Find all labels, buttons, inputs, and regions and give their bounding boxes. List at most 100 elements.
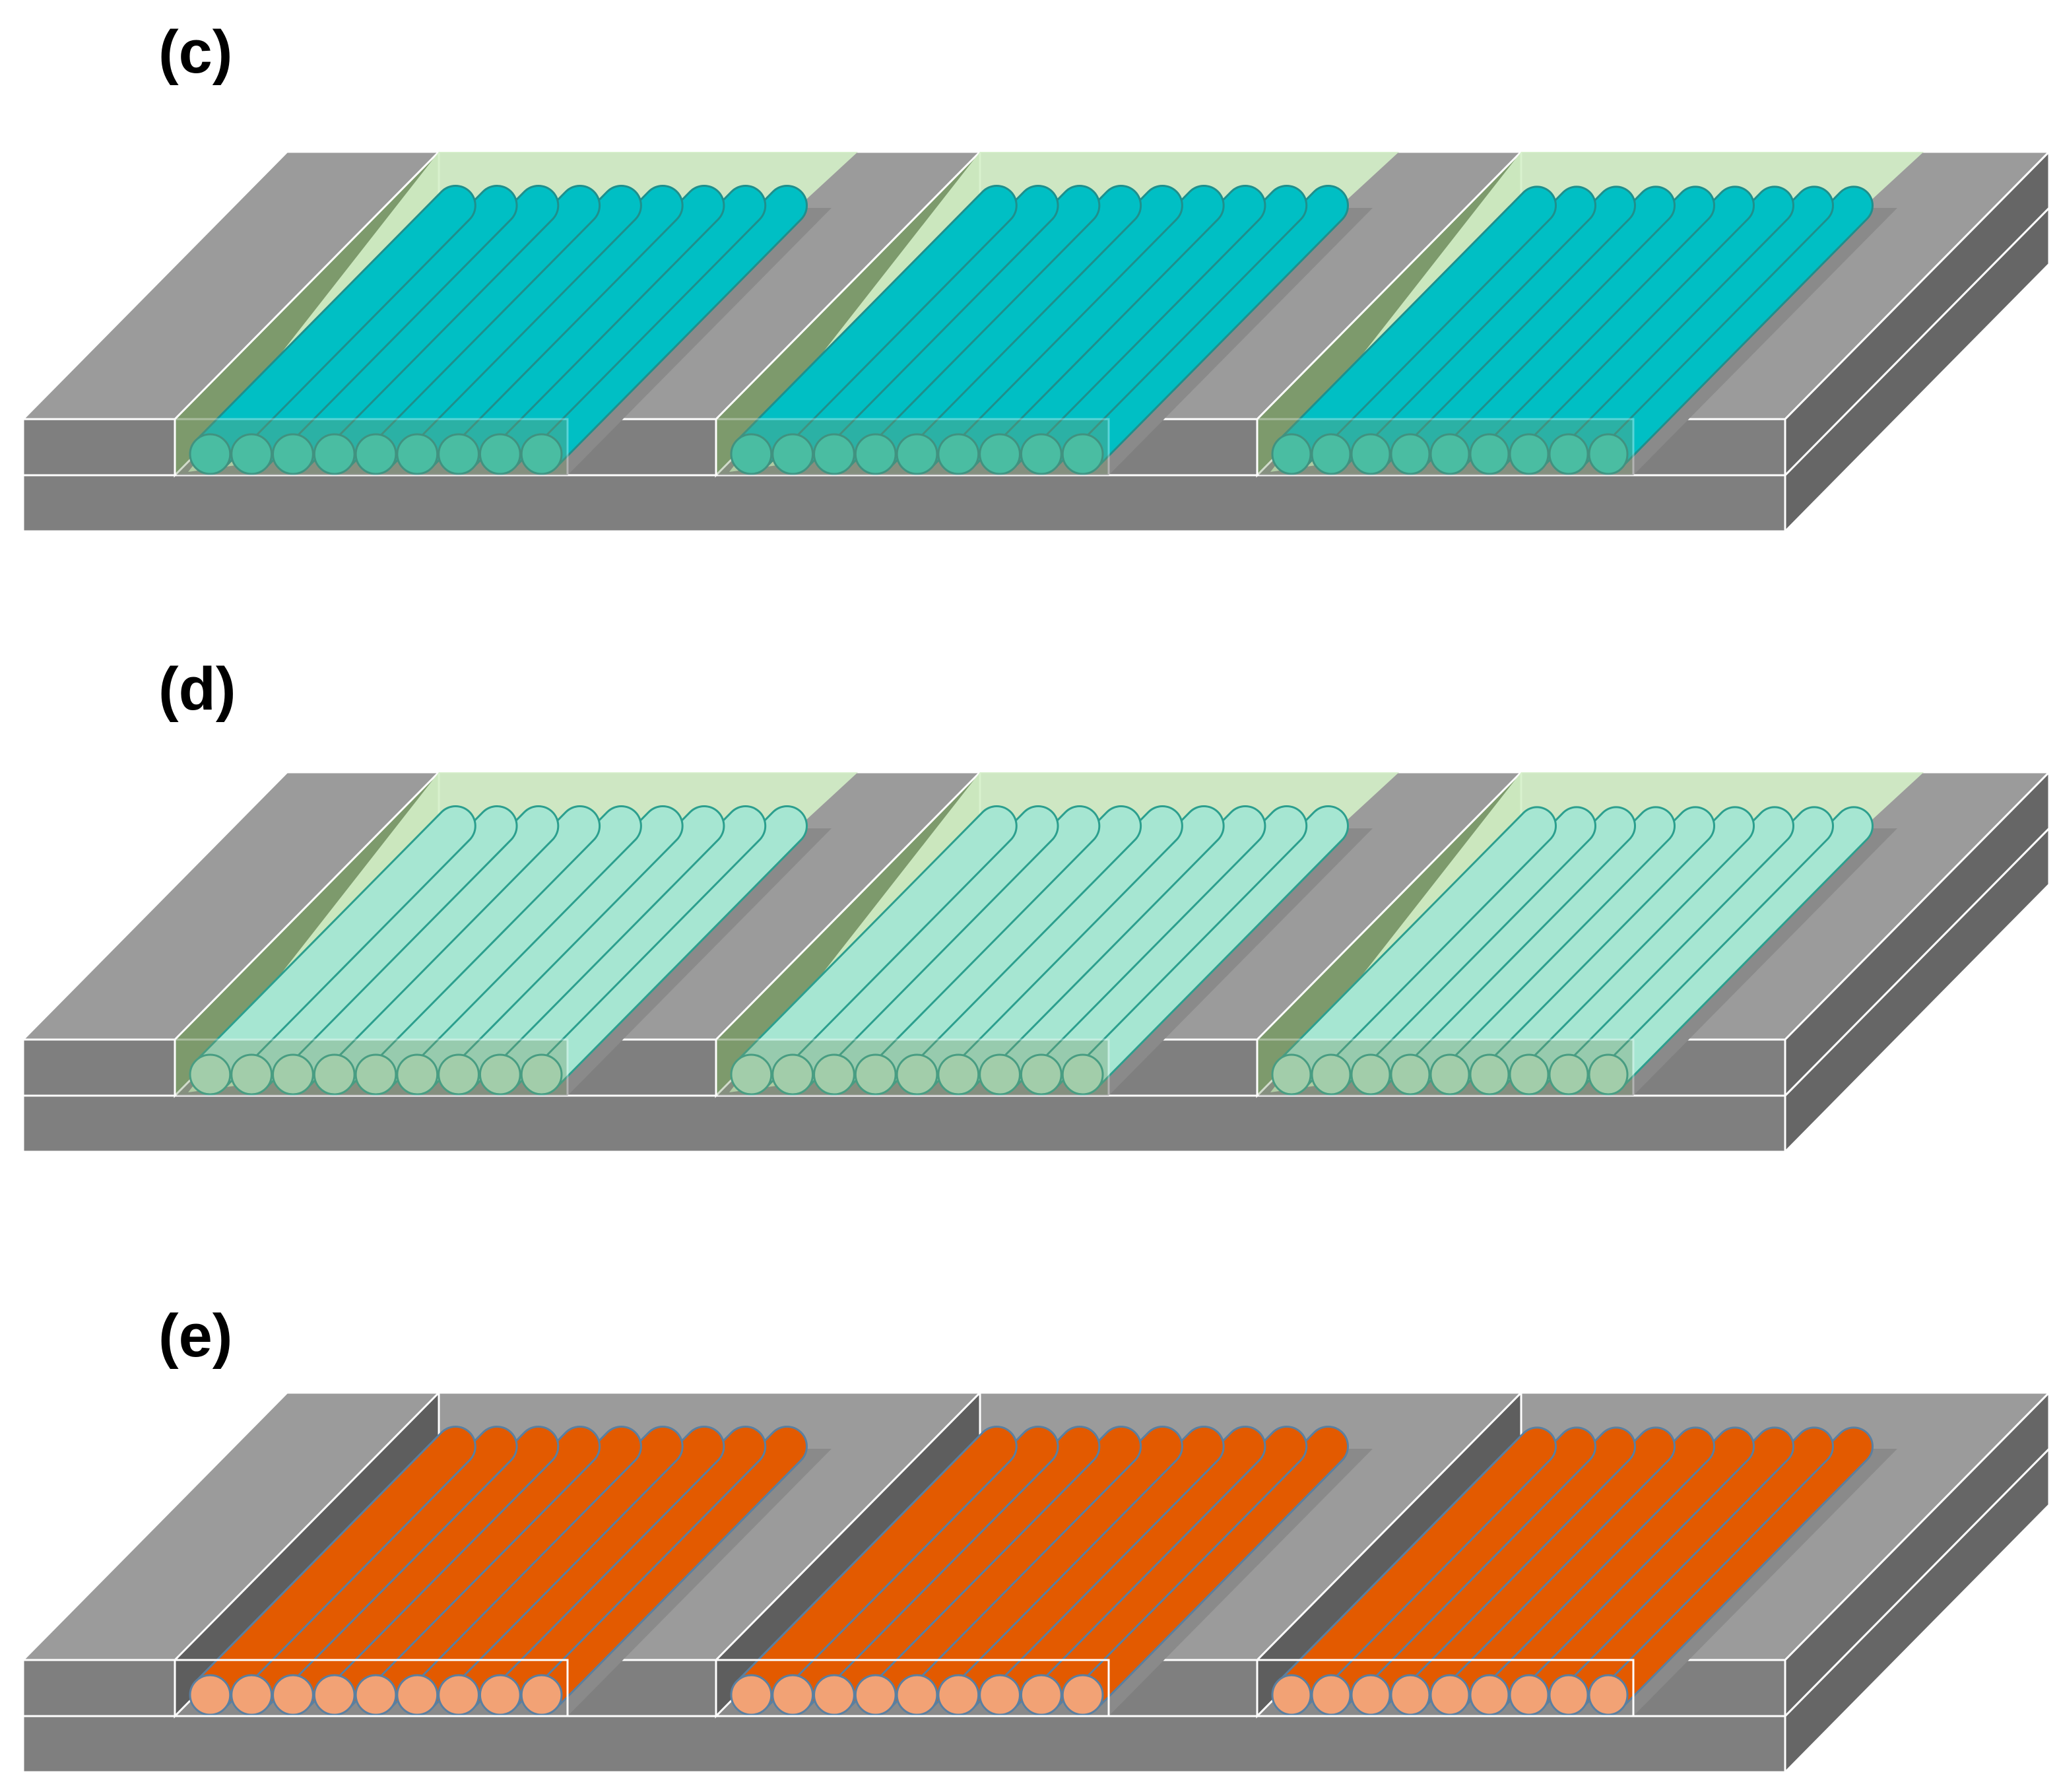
fiber	[1511, 1428, 1792, 1713]
fiber-end	[230, 1674, 273, 1716]
fiber-end	[1429, 1674, 1470, 1716]
fiber	[1022, 186, 1306, 473]
fiber	[815, 186, 1099, 473]
fiber-end	[354, 1053, 397, 1096]
fiber	[1022, 807, 1306, 1094]
fiber-end	[730, 433, 773, 475]
fiber-end	[1509, 433, 1550, 475]
fiber	[981, 807, 1264, 1094]
channel-3	[1256, 1390, 1897, 1719]
fiber-end	[979, 1674, 1021, 1716]
fiber-end	[520, 1053, 563, 1096]
fiber-end	[771, 433, 814, 475]
fiber-end	[272, 433, 314, 475]
fiber	[1313, 187, 1594, 472]
fiber	[1353, 187, 1634, 472]
fiber	[733, 807, 1016, 1094]
fiber-end	[230, 1053, 273, 1096]
fiber	[1064, 807, 1347, 1094]
fiber-end	[979, 1053, 1021, 1096]
gel-front-face	[1256, 418, 1635, 477]
fiber-end	[1271, 1674, 1312, 1716]
fiber-end	[1588, 433, 1629, 475]
fiber	[1590, 187, 1872, 472]
fiber	[1551, 1428, 1832, 1713]
fiber-end	[896, 433, 938, 475]
gel-front-face	[715, 1038, 1110, 1097]
fiber-end	[1469, 1674, 1510, 1716]
fiber-end	[1311, 1053, 1352, 1096]
fiber	[773, 186, 1057, 473]
fiber-end	[1061, 1674, 1104, 1716]
fiber-end	[272, 1674, 314, 1716]
fiber-end	[1020, 1053, 1062, 1096]
fiber	[315, 186, 599, 473]
fiber	[1472, 808, 1753, 1092]
fiber	[1590, 1428, 1872, 1713]
channel-2	[715, 149, 1399, 478]
fiber-end	[396, 1674, 439, 1716]
substrate-front	[22, 1715, 1786, 1774]
fiber	[1551, 808, 1832, 1092]
fiber	[191, 186, 474, 473]
fiber	[191, 1427, 474, 1714]
fiber	[232, 1427, 516, 1714]
fiber-end	[1020, 433, 1062, 475]
fiber	[1472, 1428, 1753, 1713]
fiber-end	[1469, 433, 1510, 475]
fiber-end	[520, 433, 563, 475]
fiber	[357, 186, 640, 473]
fiber	[1392, 808, 1674, 1092]
fiber-end	[854, 433, 897, 475]
fiber-end	[854, 1053, 897, 1096]
fiber-end	[937, 1674, 980, 1716]
fiber	[1353, 1428, 1634, 1713]
fiber	[523, 186, 806, 473]
panel-label-c: (c)	[158, 18, 232, 86]
fiber-end	[1548, 433, 1589, 475]
channel-1	[174, 149, 858, 478]
fiber-end	[937, 433, 980, 475]
fiber	[1064, 186, 1347, 473]
panel-label-d: (d)	[158, 655, 236, 723]
fiber-end	[354, 433, 397, 475]
fiber	[440, 807, 723, 1094]
fiber	[481, 1427, 765, 1714]
fiber	[981, 186, 1264, 473]
fiber-end	[478, 1674, 521, 1716]
fiber	[773, 807, 1057, 1094]
fiber	[1511, 187, 1792, 472]
fiber	[898, 807, 1181, 1094]
fiber-end	[1390, 1674, 1431, 1716]
fiber	[191, 807, 474, 1094]
fiber	[315, 1427, 599, 1714]
fiber-end	[272, 1053, 314, 1096]
fiber-end	[854, 1674, 897, 1716]
channel-2	[715, 1390, 1373, 1719]
fiber-end	[438, 1053, 480, 1096]
gel-front-face	[1256, 1038, 1635, 1097]
fiber-end	[313, 1674, 356, 1716]
panel-d-diagram	[20, 770, 2052, 1154]
fiber-end	[1390, 1053, 1431, 1096]
fiber-end	[438, 433, 480, 475]
fiber	[440, 186, 723, 473]
fiber	[357, 1427, 640, 1714]
fiber	[1590, 808, 1872, 1092]
channel-opening	[174, 1659, 569, 1717]
fiber	[1472, 187, 1753, 472]
fiber-end	[354, 1674, 397, 1716]
channel-opening	[1256, 1659, 1635, 1717]
panel-c-diagram	[20, 149, 2052, 534]
fiber	[939, 807, 1223, 1094]
fiber-end	[896, 1674, 938, 1716]
fiber-end	[1429, 1053, 1470, 1096]
fiber-end	[1020, 1674, 1062, 1716]
fiber	[232, 186, 516, 473]
fiber	[981, 1427, 1264, 1714]
fiber-end	[520, 1674, 563, 1716]
panel-label-e: (e)	[158, 1302, 232, 1370]
channel-3	[1256, 149, 1924, 478]
fiber	[1274, 808, 1555, 1092]
